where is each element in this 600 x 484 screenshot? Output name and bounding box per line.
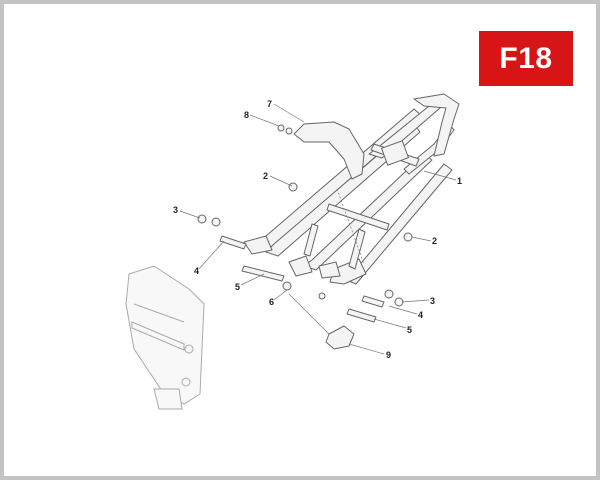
callout-3b: 3 (430, 296, 435, 306)
rear-frame-diagram: 1 2 2 3 3 4 4 5 5 6 7 8 9 (125, 93, 462, 410)
callout-4b: 4 (418, 310, 423, 320)
callout-8: 8 (244, 110, 249, 120)
callout-2b: 2 (432, 236, 437, 246)
callout-3a: 3 (173, 205, 178, 215)
callout-4a: 4 (194, 266, 199, 276)
callout-5a: 5 (235, 282, 240, 292)
tail-section (413, 93, 460, 157)
bracket-7 (293, 121, 365, 180)
main-frame-ghost (125, 265, 205, 410)
bracket-9 (325, 325, 355, 350)
callout-1: 1 (457, 176, 462, 186)
callout-6: 6 (269, 297, 274, 307)
callout-2a: 2 (263, 171, 268, 181)
callout-7: 7 (267, 99, 272, 109)
callout-9: 9 (386, 350, 391, 360)
leader-lines (179, 103, 457, 355)
callout-5b: 5 (407, 325, 412, 335)
section-badge: F18 (479, 31, 573, 86)
